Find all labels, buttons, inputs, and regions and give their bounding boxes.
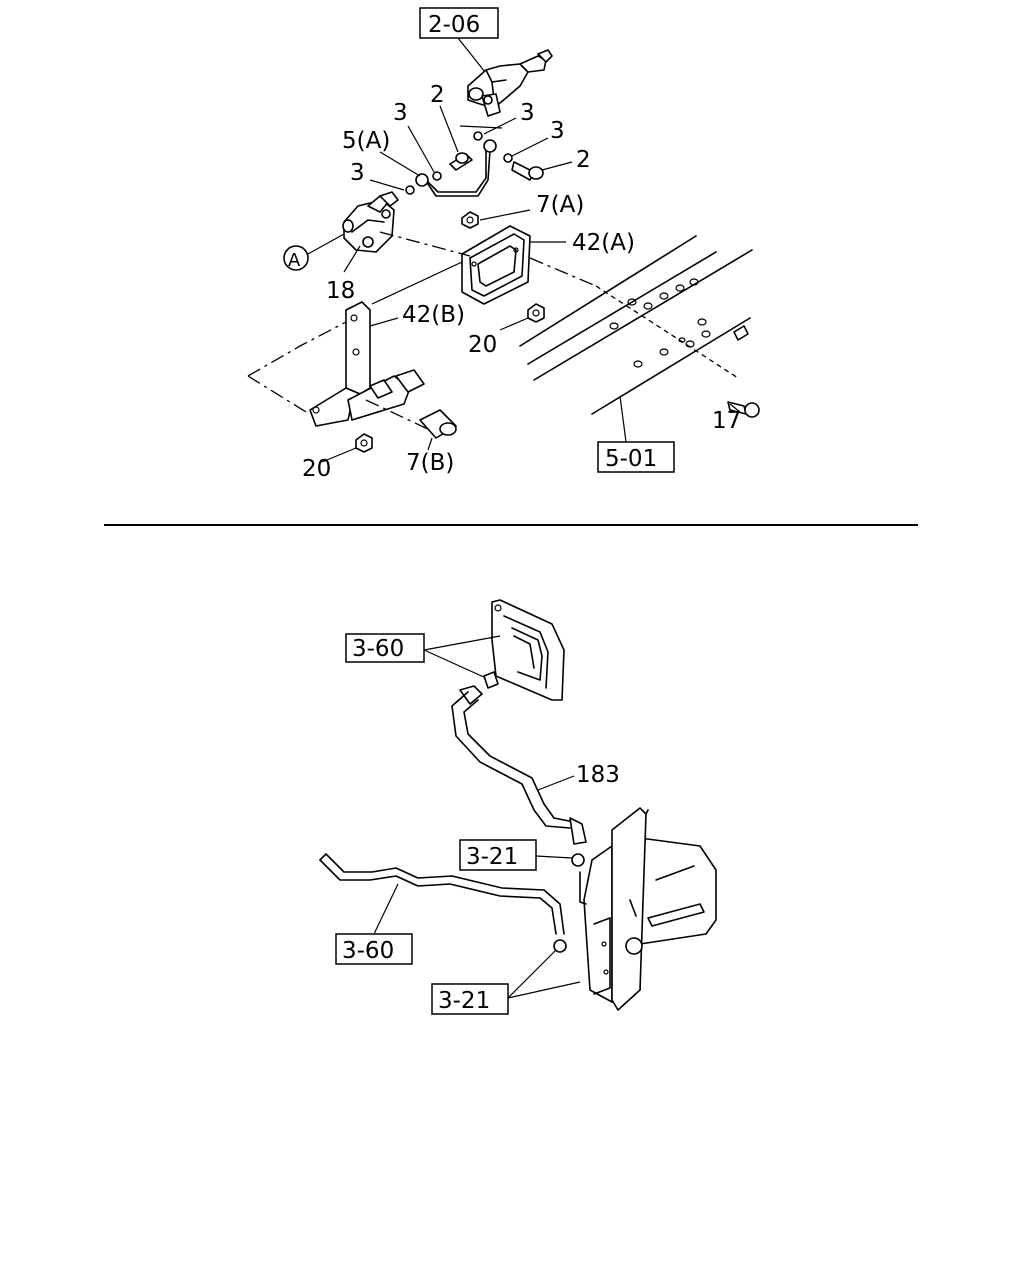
ref-5-01-text: 5-01 [605,446,657,472]
label-42a: 42(A) [572,230,635,256]
washer-3 [503,153,513,163]
nut-20-upper [527,303,545,323]
upper-assembly: 2-06 2 3 [247,7,760,482]
mount-bracket [491,599,565,701]
ref-3-21-upper-text: 3-21 [466,844,518,870]
ref-3-60-bracket-text: 3-60 [352,636,404,662]
ref-box-3-60-hose [335,933,413,965]
label-3c: 3 [550,118,565,144]
nut-20-lower [355,433,373,453]
clamp-upper [571,853,585,867]
hose-183 [451,691,571,829]
valve-part [467,49,553,117]
hose-5a [423,149,491,197]
clamp-lower [553,939,567,953]
ref-box-3-21-lower [431,983,509,1015]
frame-rail [519,235,753,415]
ref-box-3-60-bracket [345,633,425,663]
hose-left [319,859,557,935]
lower-assembly: 3-60 183 3-21 [319,599,717,1015]
bolt-2a [449,152,473,171]
nut-7a [461,211,479,229]
mount-42a [461,225,531,305]
ref-2-06-text: 2-06 [428,12,480,38]
bracket-42b [309,301,425,427]
circle-a-text: A [288,250,301,271]
ref-box-2-06 [419,7,499,39]
label-2b: 2 [576,147,591,173]
bolt-17 [727,401,760,418]
label-3d: 3 [350,160,365,186]
bolt [369,379,393,399]
bracket-18 [342,191,399,253]
clamp [483,671,499,689]
label-7b: 7(B) [406,450,454,476]
spacer-7b [419,409,457,439]
bolt-2b [511,161,544,181]
label-183: 183 [576,762,620,788]
washer-3 [432,171,442,181]
washer-3 [405,185,415,195]
ref-box-5-01 [597,441,675,473]
label-20a: 20 [468,332,497,358]
ref-3-21-lower-text: 3-21 [438,988,490,1014]
circle-a-marker [283,245,309,271]
label-17: 17 [712,408,741,434]
label-18: 18 [326,278,355,304]
ref-3-60-hose-text: 3-60 [342,938,394,964]
label-42b: 42(B) [402,302,465,328]
reservoir-tank [579,807,717,1011]
alignment-line [247,375,307,413]
label-3a: 3 [393,100,408,126]
washer-3 [473,131,483,141]
leader-2-06 [457,37,486,73]
label-3b: 3 [520,100,535,126]
label-5a: 5(A) [342,128,390,154]
label-2a: 2 [430,82,445,108]
ref-box-3-21-upper [459,839,537,871]
label-7a: 7(A) [536,192,584,218]
fitting [483,139,497,153]
